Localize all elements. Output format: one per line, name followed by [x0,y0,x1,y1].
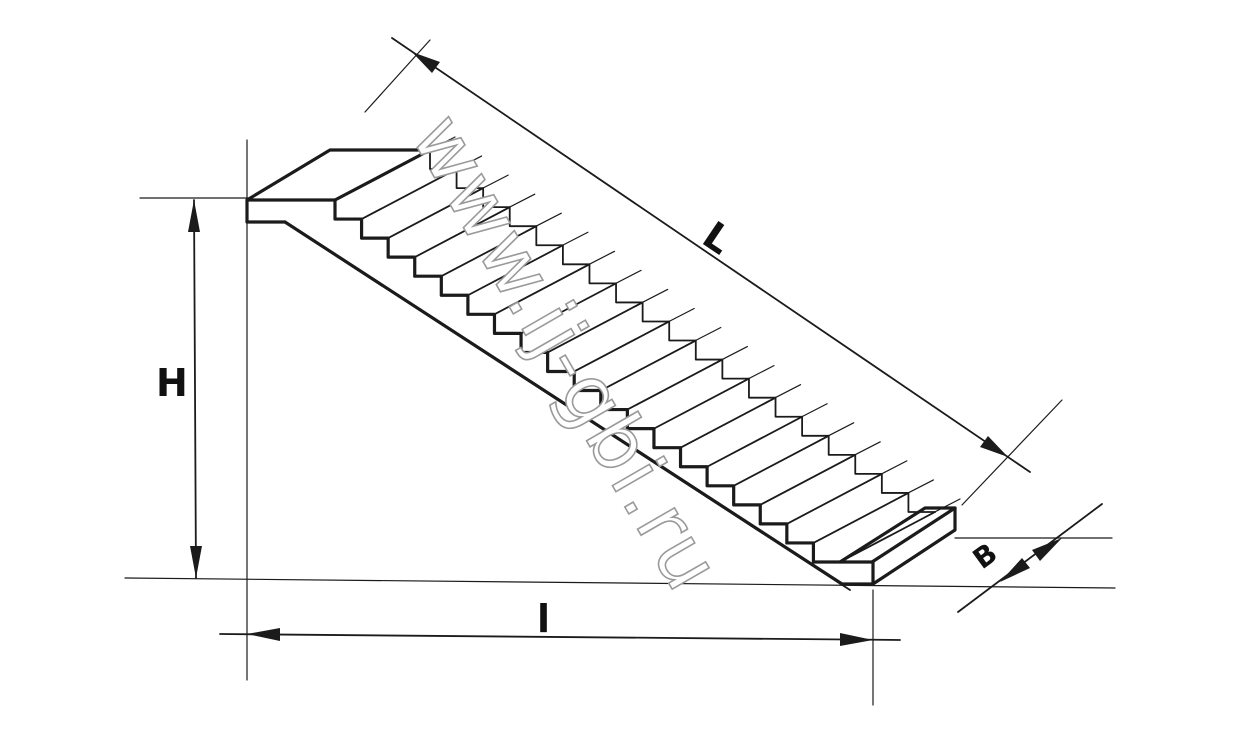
step-edge [599,339,697,392]
arrow-l-right [840,633,873,646]
dimension-line-B [957,503,1103,613]
arrow-B-bottom [1000,558,1030,582]
step-edge [812,492,910,544]
label-l: l [537,597,550,641]
label-B: B [967,536,1004,575]
step-edge [546,301,644,354]
stair-back-profile [429,149,936,513]
stair-flight [245,136,961,591]
extension-line-bottom [124,577,1116,589]
arrow-l-left [247,628,280,641]
step-edge [732,434,830,487]
step-sketch-stroke [738,365,775,385]
step-sketch-stroke [472,174,509,194]
step-sketch-stroke [658,307,695,328]
arrow-H-bottom [190,546,202,578]
step-edge [413,206,511,259]
step-edge [387,187,485,240]
label-H: H [156,361,188,405]
step-edge [360,168,458,220]
step-sketch-stroke [578,250,616,270]
step-sketch-stroke [685,326,722,347]
extension-line-L-end [961,399,1063,506]
dimension-line-L [391,37,1031,473]
step-sketch-stroke [525,212,562,232]
step-edge [626,358,724,411]
top-landing-front [245,198,287,224]
label-L: L [695,213,740,263]
step-edge [785,472,883,525]
step-edge [759,453,857,506]
arrow-H-top [188,200,200,232]
step-sketch-stroke [419,136,456,156]
step-edge [573,320,671,373]
dimension-line-H [193,199,197,579]
arrow-B-top [1032,538,1062,561]
stair-front-profile [333,198,842,564]
watermark-text: www.ij-gbi.ru [394,100,739,607]
dimension-lines [188,37,1103,646]
stair-soffit-inner [297,230,851,591]
step-edge [679,396,777,449]
arrow-L-top [412,52,440,73]
step-sketch-stroke [552,231,589,251]
step-edge [653,377,750,430]
step-sketch-stroke [844,441,881,461]
step-sketch-stroke [818,422,855,442]
extension-lines [124,39,1116,706]
extension-line-L-start [364,39,431,113]
step-edge [334,149,431,201]
step-edge [706,415,804,468]
arrow-L-bottom [980,436,1008,457]
step-sketch-stroke [499,193,536,213]
step-sketch-stroke [711,345,748,366]
step-sketch-stroke [764,384,802,404]
bottom-landing-front [840,560,875,586]
step-edge [520,282,617,335]
bottom-landing-side [871,506,957,586]
step-sketch-stroke [445,155,483,175]
step-edge [839,511,936,563]
step-sketch-stroke [632,288,669,309]
dimension-line-l [219,633,901,641]
stair-steps [333,136,961,564]
step-edge [466,244,564,297]
step-edge [493,263,591,316]
step-sketch-stroke [924,498,961,518]
step-sketch-stroke [791,403,828,423]
step-sketch-stroke [897,479,935,499]
step-edge [440,225,538,278]
step-sketch-stroke [871,460,908,480]
step-sketch-stroke [605,269,642,289]
